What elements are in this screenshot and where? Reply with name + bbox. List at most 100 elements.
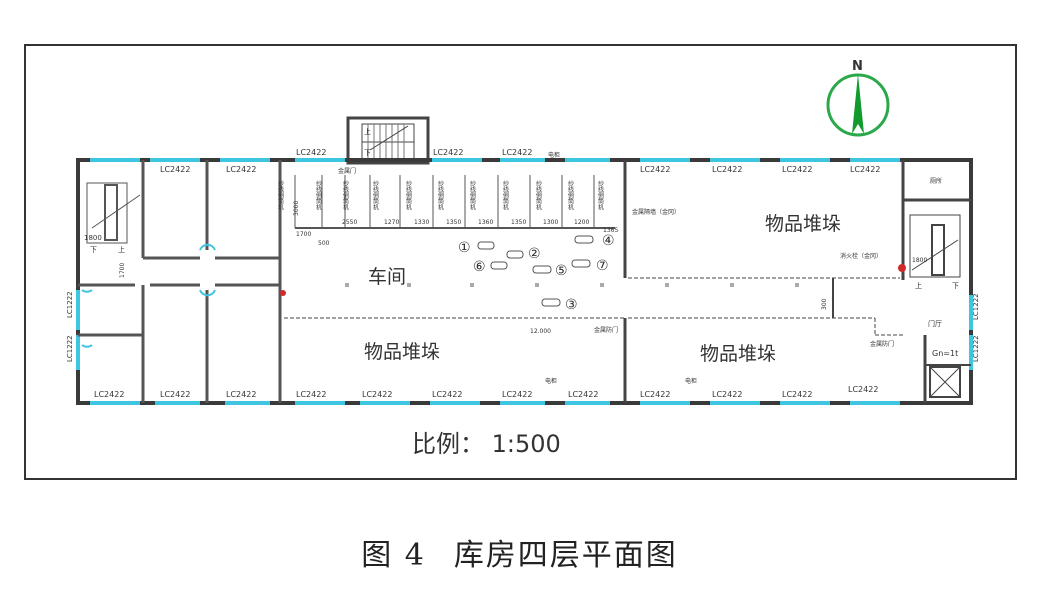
stair-down-top: 下 — [364, 149, 371, 157]
left-doors — [81, 243, 216, 348]
window-label: LC2422 — [712, 390, 742, 399]
elec-bottom-label-2: 电柜 — [685, 377, 697, 385]
machine-label: 纱线倒筒机 — [535, 180, 542, 211]
elec-top-label: 电柜 — [548, 151, 560, 159]
machine-label: 纱线倒筒机 — [277, 180, 284, 211]
room-storage-bottom-right: 物品堆垛 — [700, 343, 776, 365]
dim-1700-v: 1700 — [119, 263, 126, 278]
marker-3: ③ — [565, 297, 578, 313]
machine-icons — [477, 235, 594, 307]
dim-1200: 1200 — [574, 219, 589, 226]
partition-label: 金属隔墙（金冈） — [632, 208, 680, 216]
machine-label: 纱线倒筒机 — [315, 180, 322, 211]
window-label: LC2422 — [848, 385, 878, 394]
window-label: LC2422 — [640, 165, 670, 174]
window-label: LC2422 — [362, 390, 392, 399]
hydrant-icon — [280, 290, 286, 296]
window-label: LC1222 — [972, 335, 980, 362]
window-label: LC2422 — [782, 390, 812, 399]
machine-label: 纱线倒筒机 — [437, 180, 444, 211]
toilet-label: 厕所 — [930, 177, 942, 185]
window-label: LC2422 — [226, 390, 256, 399]
marker-1: ① — [458, 240, 471, 256]
dim-1700: 1700 — [296, 231, 311, 238]
window-label: LC1222 — [972, 293, 980, 320]
stair-up-top: 上 — [364, 127, 371, 136]
dim-1365: 1365 — [603, 227, 618, 234]
window-label: LC1222 — [66, 335, 74, 362]
window-label: LC2422 — [782, 165, 812, 174]
marker-2: ② — [528, 246, 541, 262]
marker-5: ⑤ — [555, 263, 568, 279]
left-rooms — [78, 160, 282, 403]
room-storage-right-top: 物品堆垛 — [765, 213, 841, 235]
metal-door-right-label: 金属防门 — [870, 340, 894, 348]
window-label: LC2422 — [160, 390, 190, 399]
machine-label: 纱线倒筒机 — [567, 180, 574, 211]
hydrant-label: 消火栓（金冈） — [840, 252, 882, 260]
window-label: LC2422 — [640, 390, 670, 399]
dim-1800-left: 1800 — [84, 234, 102, 242]
dim-1330: 1330 — [414, 219, 429, 226]
metal-door-top-label: 金属门 — [338, 167, 356, 175]
room-workshop: 车间 — [368, 266, 406, 288]
window-label: LC2422 — [433, 148, 463, 157]
drawing-frame — [24, 44, 1017, 480]
right-stairwell — [909, 214, 961, 398]
stair-up-left: 上 — [118, 245, 125, 254]
machine-label: 纱线倒筒机 — [502, 180, 509, 211]
stair-up-right: 上 — [915, 281, 922, 290]
stair-down-left: 下 — [90, 246, 97, 254]
dim-1350: 1350 — [446, 219, 461, 226]
marker-4: ④ — [602, 233, 615, 249]
machine-label: 纱线倒筒机 — [342, 180, 349, 211]
dim-1800-right: 1800 — [912, 257, 927, 264]
machine-label: 纱线倒筒机 — [405, 180, 412, 211]
marker-6: ⑥ — [473, 259, 486, 275]
lift-code: Gn=1t — [932, 349, 958, 358]
window-label: LC2422 — [160, 165, 190, 174]
dim-2550: 2550 — [342, 219, 357, 226]
window-label: LC2422 — [502, 148, 532, 157]
window-label: LC2422 — [850, 165, 880, 174]
machine-row — [294, 175, 615, 229]
door-label: 门厅 — [928, 319, 942, 328]
dim-1300: 1300 — [543, 219, 558, 226]
window-label: LC2422 — [712, 165, 742, 174]
metal-door-mid-label: 金属防门 — [594, 326, 618, 334]
column-markers — [345, 283, 799, 287]
top-stairwell: 上 下 — [346, 116, 430, 165]
window-label: LC1222 — [66, 291, 74, 318]
dim-3000: 3000 — [293, 201, 300, 216]
figure-caption: 图 4 库房四层平面图 — [0, 530, 1039, 574]
partitions — [284, 160, 971, 403]
window-label: LC2422 — [432, 390, 462, 399]
dim-500: 500 — [318, 240, 330, 247]
room-storage-bottom-mid: 物品堆垛 — [364, 341, 440, 363]
marker-7: ⑦ — [596, 258, 609, 274]
window-label: LC2422 — [502, 390, 532, 399]
dim-300: 300 — [821, 298, 828, 310]
north-label: N — [852, 59, 863, 74]
window-label: LC2422 — [296, 148, 326, 157]
hydrant-icon — [898, 264, 906, 272]
window-label: LC2422 — [226, 165, 256, 174]
figure-title: 库房四层平面图 — [453, 538, 678, 573]
figure-number: 图 4 — [361, 538, 426, 573]
dim-1360: 1360 — [478, 219, 493, 226]
machine-label: 纱线倒筒机 — [469, 180, 476, 211]
elec-bottom-label: 电柜 — [545, 377, 557, 385]
dim-1350b: 1350 — [511, 219, 526, 226]
stair-down-right: 下 — [952, 282, 959, 290]
dim-1270: 1270 — [384, 219, 399, 226]
window-label: LC2422 — [568, 390, 598, 399]
machine-label: 纱线倒筒机 — [372, 180, 379, 211]
north-arrow-icon: N — [826, 59, 890, 137]
machine-label: 纱线倒筒机 — [597, 180, 604, 211]
window-label: LC2422 — [94, 390, 124, 399]
building-outline — [76, 158, 973, 405]
elevation-label: 12.000 — [530, 328, 551, 335]
scale-label: 比例： 1:500 — [412, 430, 561, 458]
window-label: LC2422 — [296, 390, 326, 399]
